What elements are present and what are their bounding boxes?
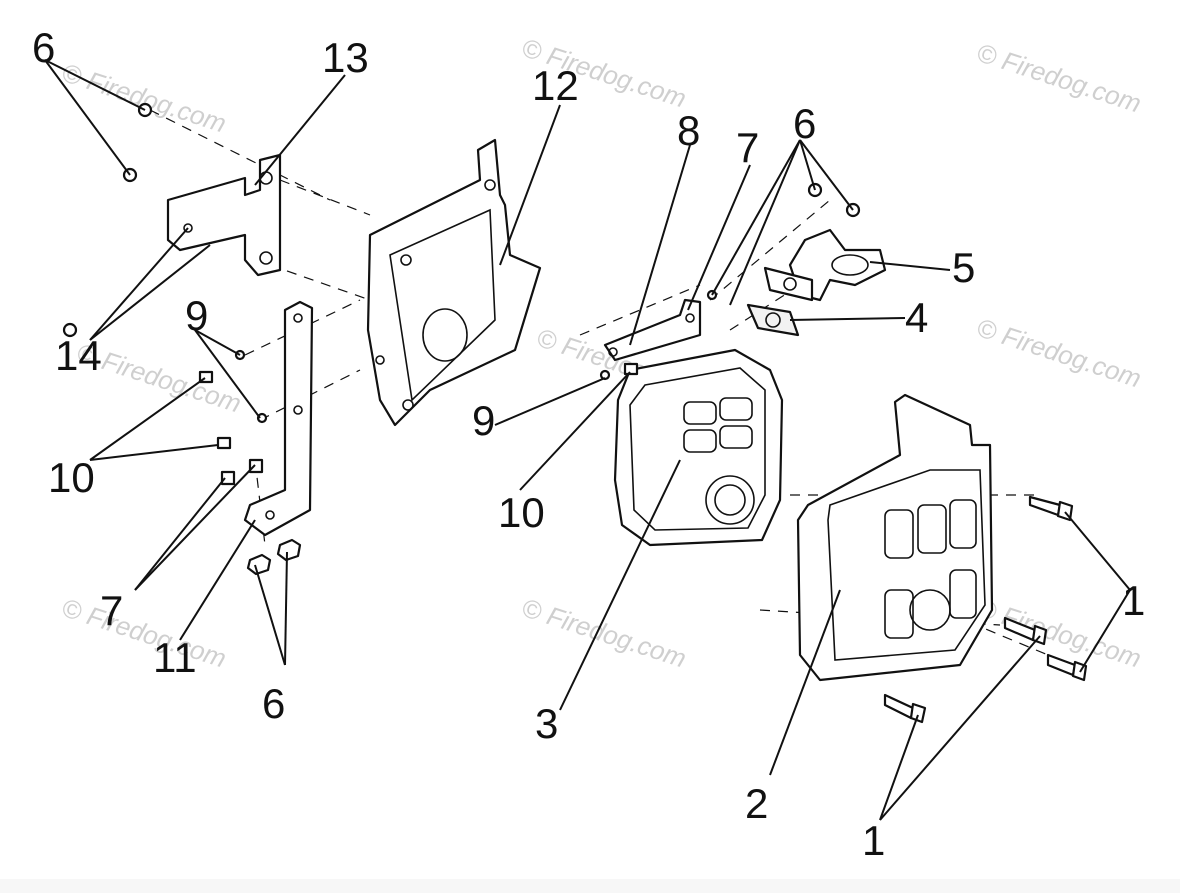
exhaust-pipe-5 (763, 228, 887, 302)
footer-strip (0, 879, 1180, 893)
watermark-6: © Firedog.com (973, 312, 1145, 393)
callout-1-bottom: 1 (862, 817, 885, 864)
callout-1-right: 1 (1122, 577, 1145, 624)
callout-9-center: 9 (472, 397, 495, 444)
callout-4: 4 (905, 294, 928, 341)
muffler-cover-2 (796, 393, 994, 682)
callout-14: 14 (55, 332, 102, 379)
callout-7-right: 7 (736, 124, 759, 171)
muffler-3 (613, 348, 784, 547)
callout-5: 5 (952, 244, 975, 291)
watermark-8: © Firedog.com (518, 592, 690, 673)
bracket-13 (166, 153, 282, 277)
watermark-3: © Firedog.com (973, 37, 1145, 118)
watermark-1: © Firedog.com (58, 57, 230, 138)
callout-11: 11 (153, 634, 197, 681)
callout-6-bottom: 6 (262, 680, 285, 727)
bolts-1 (883, 495, 1088, 724)
callout-12: 12 (532, 62, 579, 109)
callout-6-top-right: 6 (793, 100, 816, 147)
callout-7-left: 7 (100, 587, 123, 634)
leader-lines (44, 59, 1131, 821)
gasket-4 (746, 303, 800, 337)
callout-10-center: 10 (498, 489, 545, 536)
callout-13: 13 (322, 34, 369, 81)
callout-10-left: 10 (48, 454, 95, 501)
callout-2: 2 (745, 780, 768, 827)
bracket-11 (243, 300, 314, 537)
callouts: 6 13 12 8 7 6 5 4 9 14 9 10 10 1 7 11 6 … (32, 24, 1145, 864)
bracket-8 (603, 298, 702, 362)
callout-6-top-left: 6 (32, 24, 55, 71)
callout-8: 8 (677, 107, 700, 154)
callout-9-left: 9 (185, 292, 208, 339)
watermark-7: © Firedog.com (58, 592, 230, 673)
heat-shield-12 (366, 138, 542, 427)
callout-3: 3 (535, 700, 558, 747)
